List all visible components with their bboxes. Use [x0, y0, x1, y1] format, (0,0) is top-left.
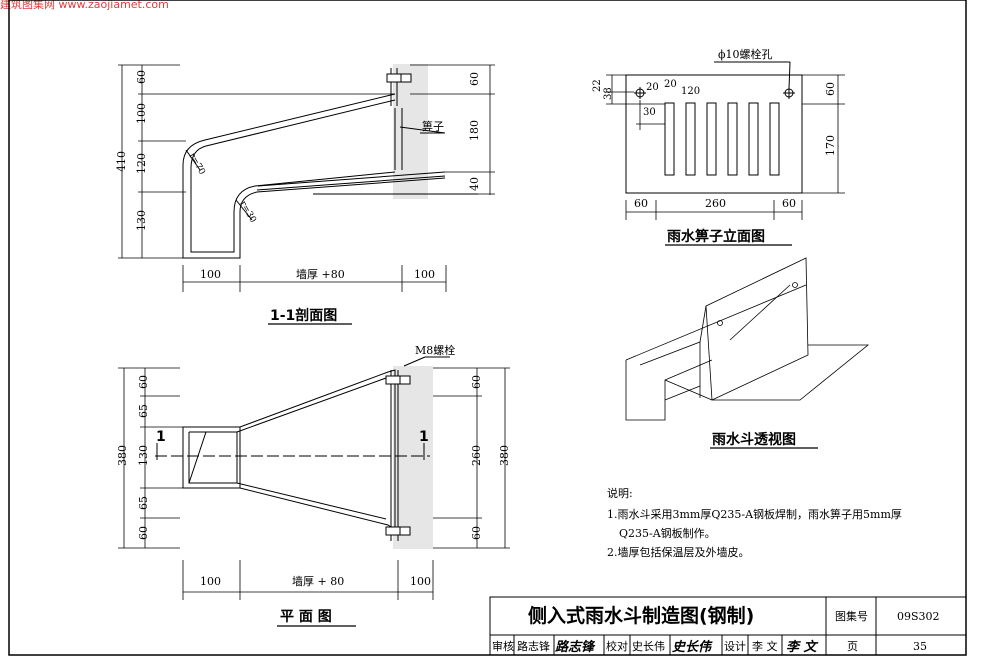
sec-dim-r180: 180	[468, 120, 481, 141]
plan-drawing	[155, 356, 450, 549]
bolt-label: M8螺栓	[415, 343, 455, 357]
grate-dim-38: 38	[603, 87, 614, 100]
section-1-1-drawing	[182, 64, 478, 259]
plan-dim-b100b: 100	[410, 575, 431, 588]
grate-dim-30: 30	[643, 107, 656, 118]
page-label: 页	[847, 640, 858, 653]
grate-dim-lines	[606, 74, 845, 220]
grate-dim-b60a: 60	[634, 197, 648, 210]
grate-dim-r60: 60	[824, 82, 837, 96]
check-label: 校对	[606, 639, 628, 653]
sec-dim-r40: 40	[468, 177, 481, 191]
grate-dim-b60b: 60	[782, 197, 796, 210]
sec-dim-b100a: 100	[200, 268, 221, 281]
plan-dim-b100a: 100	[200, 575, 221, 588]
plan-dim-65a: 65	[137, 404, 150, 418]
page-number: 35	[913, 640, 927, 653]
plan-dim-260: 260	[470, 445, 483, 466]
reviewer-signature: 路志锋	[555, 639, 596, 655]
grate-label: 箅子	[422, 119, 444, 133]
section-mark-right: 1	[419, 429, 429, 445]
review-label: 审核	[492, 639, 514, 653]
sheet-border	[8, 0, 967, 656]
plan-dim-380-left: 380	[116, 445, 129, 466]
notes-heading: 说明:	[607, 486, 633, 500]
designer-signature: 李 文	[786, 639, 819, 655]
sec-dim-r60: 60	[468, 72, 481, 86]
section-mark-left: 1	[156, 429, 166, 445]
bolt-hole-label: ϕ10螺栓孔	[718, 47, 773, 61]
checker-signature: 史长伟	[672, 639, 713, 655]
grate-dim-20a: 20	[646, 82, 659, 93]
sec-dim-410: 410	[115, 151, 128, 172]
design-label: 设计	[724, 640, 746, 653]
plan-dim-r60a: 60	[470, 375, 483, 389]
sec-dim-60: 60	[135, 70, 148, 84]
drawing-title: 侧入式雨水斗制造图(钢制)	[528, 604, 754, 627]
atlas-no-value: 09S302	[897, 610, 940, 623]
notes-line-2: 2.墙厚包括保温层及外墙皮。	[607, 545, 750, 559]
plan-title: 平 面 图	[280, 609, 332, 625]
designer-name: 李 文	[752, 639, 778, 653]
plan-dim-65b: 65	[137, 496, 150, 510]
sec-dim-100: 100	[135, 103, 148, 124]
sec-dim-b100b: 100	[414, 268, 435, 281]
sec-dim-130: 130	[135, 210, 148, 231]
section-1-1-title: 1-1剖面图	[270, 307, 337, 324]
checker-name: 史长伟	[632, 640, 665, 653]
sec-dim-120: 120	[135, 153, 148, 174]
grate-dim-b260: 260	[705, 197, 726, 210]
plan-dim-bwall: 墙厚 + 80	[292, 574, 344, 588]
grate-dim-22: 22	[592, 79, 603, 92]
plan-dim-r60b: 60	[470, 526, 483, 540]
plan-dim-60b: 60	[137, 526, 150, 540]
perspective-drawing	[625, 257, 870, 421]
notes-line-1: 1.雨水斗采用3mm厚Q235-A钢板焊制，雨水箅子用5mm厚	[607, 507, 902, 521]
watermark: 建筑图集网 www.zaojiamet.com	[0, 0, 169, 11]
plan-dim-lines	[118, 367, 510, 600]
section-dim-lines	[118, 64, 495, 292]
reviewer-name: 路志锋	[517, 640, 550, 653]
grate-elevation-drawing	[625, 61, 803, 194]
notes-line-1b: Q235-A钢板制作。	[619, 526, 716, 540]
grate-dim-r170: 170	[824, 135, 837, 156]
radius-upper-label: r=70	[186, 152, 206, 177]
grate-elevation-title: 雨水箅子立面图	[667, 228, 765, 245]
plan-dim-380-right: 380	[498, 445, 511, 466]
perspective-title: 雨水斗透视图	[712, 431, 796, 448]
grate-dim-120: 120	[681, 86, 700, 97]
sec-dim-bwall: 墙厚 +80	[296, 267, 345, 281]
plan-dim-60a: 60	[137, 375, 150, 389]
atlas-no-label: 图集号	[835, 609, 868, 623]
grate-dim-20b: 20	[664, 79, 677, 90]
title-block-grid	[489, 596, 967, 656]
plan-dim-130: 130	[137, 445, 150, 466]
